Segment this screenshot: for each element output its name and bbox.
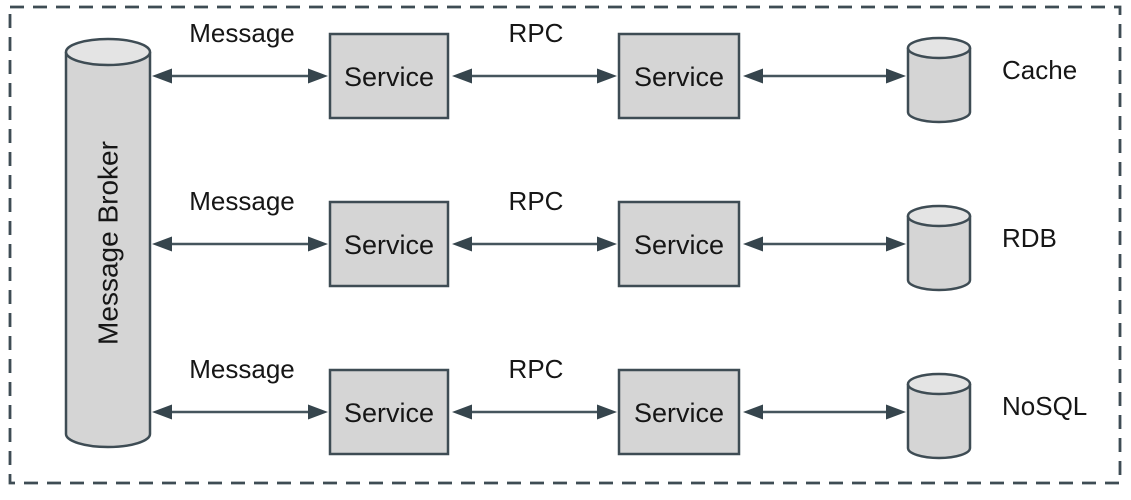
arrowhead-right-icon <box>886 68 906 84</box>
service-box-2 <box>617 200 741 288</box>
message-arrow-label: Message <box>189 186 295 216</box>
arrowhead-left-icon <box>452 404 472 420</box>
message-arrow <box>152 236 328 252</box>
datastore-label: RDB <box>1002 223 1057 253</box>
rpc-arrow <box>452 404 617 420</box>
arrowhead-right-icon <box>308 68 328 84</box>
datastore-top-ellipse <box>906 204 972 228</box>
rpc-arrow <box>452 68 617 84</box>
arrowhead-right-icon <box>886 236 906 252</box>
service-box-1 <box>328 200 450 288</box>
service-box-2-label: Service <box>634 62 724 92</box>
datastore-cylinder <box>906 36 972 124</box>
rpc-arrow <box>452 236 617 252</box>
message-arrow-label: Message <box>189 18 295 48</box>
message-broker-body <box>64 52 152 449</box>
message-broker-node: Message Broker <box>64 37 152 449</box>
datastore-body <box>906 48 972 124</box>
arrowhead-left-icon <box>452 236 472 252</box>
service-box-2-label: Service <box>634 398 724 428</box>
arrowhead-left-icon <box>743 236 763 252</box>
service-row: Message Service RPC Service Cache <box>152 18 1077 124</box>
service-box-1 <box>328 32 450 120</box>
service-box-2-label: Service <box>634 230 724 260</box>
rpc-arrow-label: RPC <box>509 18 564 48</box>
rpc-arrow-label: RPC <box>509 354 564 384</box>
datastore-top-ellipse <box>906 372 972 396</box>
system-boundary <box>8 5 1122 485</box>
arrowhead-right-icon <box>597 68 617 84</box>
datastore-label: NoSQL <box>1002 391 1087 421</box>
service-row: Message Service RPC Service RDB <box>152 186 1057 292</box>
service-box-1-label: Service <box>344 230 434 260</box>
message-broker-top-ellipse <box>64 37 152 67</box>
service-box-2 <box>617 368 741 456</box>
arrowhead-right-icon <box>597 236 617 252</box>
datastore-body <box>906 216 972 292</box>
datastore-cylinder <box>906 372 972 460</box>
arrowhead-left-icon <box>743 404 763 420</box>
datastore-body <box>906 384 972 460</box>
arrowhead-left-icon <box>743 68 763 84</box>
service-row: Message Service RPC Service NoSQL <box>152 354 1087 460</box>
arrowhead-left-icon <box>152 236 172 252</box>
datastore-label: Cache <box>1002 55 1077 85</box>
arrowhead-right-icon <box>308 236 328 252</box>
arrowhead-left-icon <box>452 68 472 84</box>
datastore-arrow <box>743 236 906 252</box>
arrowhead-left-icon <box>152 404 172 420</box>
datastore-arrow <box>743 404 906 420</box>
rpc-arrow-label: RPC <box>509 186 564 216</box>
datastore-cylinder <box>906 204 972 292</box>
message-arrow <box>152 68 328 84</box>
service-box-1 <box>328 368 450 456</box>
arrowhead-right-icon <box>886 404 906 420</box>
arrowhead-right-icon <box>308 404 328 420</box>
arrowhead-right-icon <box>597 404 617 420</box>
service-box-1-label: Service <box>344 62 434 92</box>
service-box-2 <box>617 32 741 120</box>
message-broker-label: Message Broker <box>93 141 124 345</box>
datastore-arrow <box>743 68 906 84</box>
arrowhead-left-icon <box>152 68 172 84</box>
message-arrow-label: Message <box>189 354 295 384</box>
datastore-top-ellipse <box>906 36 972 60</box>
message-arrow <box>152 404 328 420</box>
service-box-1-label: Service <box>344 398 434 428</box>
